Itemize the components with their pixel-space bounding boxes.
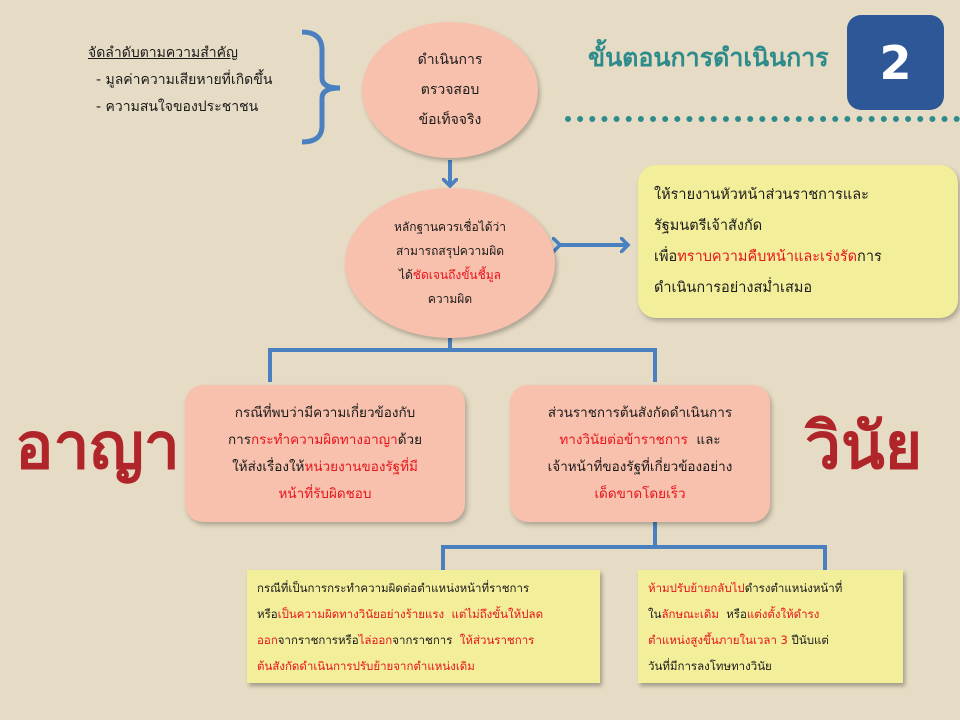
text-segment: กรณีที่เป็นการกระทำความผิดต่อตำแหน่งหน้า… — [257, 580, 530, 595]
brace — [301, 29, 341, 145]
criminal-label: อาญา — [15, 410, 180, 484]
text-segment: ส่วนราชการต้นสังกัดดำเนินการ — [547, 404, 733, 421]
text-segment: ด้วย — [397, 431, 423, 448]
text-line: การกระทำความผิดทางอาญาด้วย — [185, 427, 465, 454]
text-line: หลักฐานควรเชื่อได้ว่า — [394, 215, 506, 239]
text-segment: เพื่อ — [654, 248, 678, 265]
text-line: ห้ามปรับย้ายกลับไปดำรงตำแหน่งหน้าที่ — [648, 575, 903, 601]
report-text: ให้รายงานหัวหน้าส่วนราชการและรัฐมนตรีเจ้… — [654, 180, 958, 304]
highlight-text: ให้ส่วนราชการ — [459, 632, 535, 647]
highlight-text: ลักษณะเดิม — [661, 606, 719, 621]
highlight-text: ชัดเจนถึงขั้นชี้มูล — [412, 268, 502, 282]
highlight-text: เด็ดขาดโดยเร็ว — [594, 485, 686, 502]
text-segment: ดำเนินการอย่างสม่ำเสมอ — [654, 279, 813, 296]
split-connector-bottom — [441, 522, 827, 570]
text-segment: ความผิด — [427, 292, 473, 306]
text-line: หรือเป็นความผิดทางวินัยอย่างร้ายแรง แต่ไ… — [257, 601, 600, 627]
text-segment: หรือ — [718, 606, 747, 621]
priority-list: จัดลำดับตามความสำคัญ - มูลค่าความเสียหาย… — [88, 40, 272, 121]
text-line: ในลักษณะเดิม หรือแต่งตั้งให้ดำรง — [648, 601, 903, 627]
discipline-text: ส่วนราชการต้นสังกัดดำเนินการทางวินัยต่อข… — [510, 400, 770, 508]
text-line: กรณีที่เป็นการกระทำความผิดต่อตำแหน่งหน้า… — [257, 575, 600, 601]
split-connector-top — [268, 338, 657, 382]
text-line: รัฐมนตรีเจ้าสังกัด — [654, 211, 958, 242]
highlight-text: เป็นความผิดทางวินัยอย่างร้ายแรง แต่ไม่ถึ… — [277, 606, 544, 621]
priority-item: - ความสนใจของประชาชน — [96, 99, 259, 115]
criminal-node: กรณีที่พบว่ามีความเกี่ยวข้องกับการกระทำค… — [185, 385, 465, 522]
transfer-text: กรณีที่เป็นการกระทำความผิดต่อตำแหน่งหน้า… — [257, 575, 600, 679]
highlight-text: หน้าที่รับผิดชอบ — [278, 485, 372, 502]
text-line: เพื่อทราบความคืบหน้าและเร่งรัดการ — [654, 242, 958, 273]
text-segment: ให้รายงานหัวหน้าส่วนราชการและ — [654, 186, 869, 203]
highlight-text: ต้นสังกัดดำเนินการปรับย้ายจากตำแหน่งเดิม — [257, 658, 475, 673]
dotted-divider — [565, 116, 960, 122]
text-line: ต้นสังกัดดำเนินการปรับย้ายจากตำแหน่งเดิม — [257, 653, 600, 679]
text-line: ตำแหน่งสูงขึ้นภายในเวลา 3 ปีนับแต่ — [648, 627, 903, 653]
prohibit-text: ห้ามปรับย้ายกลับไปดำรงตำแหน่งหน้าที่ในลั… — [648, 575, 903, 679]
highlight-text: ออก — [257, 632, 278, 647]
text-segment: กรณีที่พบว่ามีความเกี่ยวข้องกับ — [234, 404, 416, 421]
text-segment: ข้อเท็จจริง — [418, 112, 482, 128]
text-line: ข้อเท็จจริง — [418, 105, 483, 135]
page-title: ขั้นตอนการดำเนินการ — [588, 43, 829, 72]
text-segment: หลักฐานควรเชื่อได้ว่า — [393, 220, 507, 234]
text-line: เด็ดขาดโดยเร็ว — [510, 481, 770, 508]
text-line: ความผิด — [394, 287, 506, 311]
highlight-text: ทราบความคืบหน้าและเร่งรัด — [677, 248, 858, 265]
text-line: ทางวินัยต่อข้าราชการ และ — [510, 427, 770, 454]
evidence-text: หลักฐานควรเชื่อได้ว่าสามารถสรุปความผิดได… — [394, 215, 506, 311]
highlight-text: แต่งตั้งให้ดำรง — [746, 606, 820, 621]
priority-item: - มูลค่าความเสียหายที่เกิดขึ้น — [96, 72, 273, 88]
discipline-node: ส่วนราชการต้นสังกัดดำเนินการทางวินัยต่อข… — [510, 385, 770, 522]
highlight-text: ทางวินัยต่อข้าราชการ — [559, 431, 688, 448]
text-line: ดำเนินการอย่างสม่ำเสมอ — [654, 273, 958, 304]
prohibit-node: ห้ามปรับย้ายกลับไปดำรงตำแหน่งหน้าที่ในลั… — [638, 570, 903, 683]
text-segment: จากราชการหรือ — [277, 632, 359, 647]
highlight-text: ไล่ออก — [358, 632, 393, 647]
highlight-text: ห้ามปรับย้ายกลับไป — [648, 580, 745, 595]
text-line: ดำเนินการ — [418, 45, 483, 75]
text-segment: ใน — [648, 606, 662, 621]
text-segment: หรือ — [257, 606, 278, 621]
investigate-node: ดำเนินการตรวจสอบข้อเท็จจริง — [362, 22, 538, 158]
text-line: ให้รายงานหัวหน้าส่วนราชการและ — [654, 180, 958, 211]
priority-heading: จัดลำดับตามความสำคัญ — [88, 45, 238, 61]
text-line: ได้ชัดเจนถึงขั้นชี้มูล — [394, 263, 506, 287]
highlight-text: หน่วยงานของรัฐที่มี — [304, 458, 418, 475]
text-line: ตรวจสอบ — [418, 75, 483, 105]
text-segment: ดำรงตำแหน่งหน้าที่ — [744, 580, 843, 595]
text-line: ส่วนราชการต้นสังกัดดำเนินการ — [510, 400, 770, 427]
transfer-node: กรณีที่เป็นการกระทำความผิดต่อตำแหน่งหน้า… — [247, 570, 600, 683]
text-segment: และ — [687, 431, 721, 448]
text-line: ออกจากราชการหรือไล่ออกจากราชการ ให้ส่วนร… — [257, 627, 600, 653]
text-line: กรณีที่พบว่ามีความเกี่ยวข้องกับ — [185, 400, 465, 427]
evidence-node: หลักฐานควรเชื่อได้ว่าสามารถสรุปความผิดได… — [345, 188, 555, 338]
report-node: ให้รายงานหัวหน้าส่วนราชการและรัฐมนตรีเจ้… — [638, 165, 958, 318]
text-segment: ดำเนินการ — [417, 52, 483, 68]
highlight-text: กระทำความผิดทางอาญา — [250, 431, 398, 448]
text-segment: การ — [227, 431, 251, 448]
step-badge: 2 — [847, 15, 944, 110]
text-line: สามารถสรุปความผิด — [394, 239, 506, 263]
text-segment: ตรวจสอบ — [420, 82, 480, 98]
text-line: ให้ส่งเรื่องให้หน่วยงานของรัฐที่มี — [185, 454, 465, 481]
highlight-text: ตำแหน่งสูงขึ้นภายในเวลา 3 — [648, 632, 788, 647]
investigate-text: ดำเนินการตรวจสอบข้อเท็จจริง — [418, 45, 483, 135]
text-segment: รัฐมนตรีเจ้าสังกัด — [654, 217, 763, 234]
text-line: เจ้าหน้าที่ของรัฐที่เกี่ยวข้องอย่าง — [510, 454, 770, 481]
text-segment: วันที่มีการลงโทษทางวินัย — [648, 658, 772, 673]
text-segment: ได้ — [398, 268, 413, 282]
text-line: วันที่มีการลงโทษทางวินัย — [648, 653, 903, 679]
text-segment: ปีนับแต่ — [787, 632, 829, 647]
text-segment: เจ้าหน้าที่ของรัฐที่เกี่ยวข้องอย่าง — [547, 458, 733, 475]
text-segment: จากราชการ — [392, 632, 460, 647]
text-segment: สามารถสรุปความผิด — [395, 244, 505, 258]
text-segment: ให้ส่งเรื่องให้ — [232, 458, 305, 475]
discipline-label: วินัย — [805, 410, 923, 484]
criminal-text: กรณีที่พบว่ามีความเกี่ยวข้องกับการกระทำค… — [185, 400, 465, 508]
text-segment: การ — [857, 248, 882, 265]
text-line: หน้าที่รับผิดชอบ — [185, 481, 465, 508]
